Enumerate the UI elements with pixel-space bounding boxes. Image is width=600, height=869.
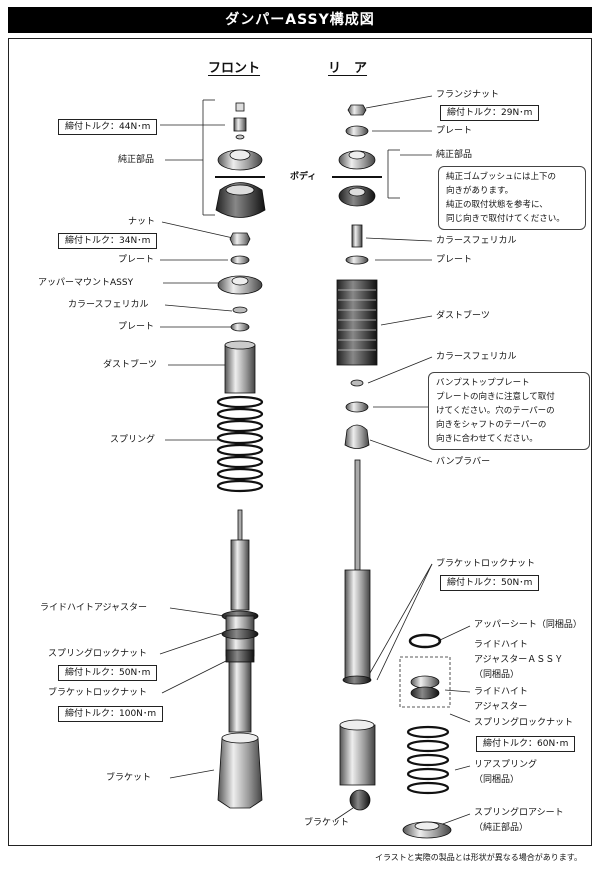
oem-note-line: 同じ向きで取付けてください。: [446, 214, 565, 224]
front-bracket-lock-nut-label: ブラケットロックナット: [48, 688, 148, 698]
rear-rh-adjuster-label-1: ライドハイト: [474, 687, 528, 697]
front-upper-mount-label: アッパーマウントASSY: [38, 278, 134, 288]
front-ride-height-adjuster-label: ライドハイトアジャスター: [40, 603, 148, 613]
front-heading: フロント: [208, 61, 261, 76]
rear-torque-spring-lock: 締付トルク：60N･m: [476, 736, 576, 752]
rear-dust-boot-label: ダストブーツ: [436, 311, 490, 321]
rear-rh-adjuster-label-2: アジャスター: [474, 702, 528, 712]
rear-bump-note: バンプストッププレート プレートの向きに注意して取付 けてください。穴のテーパー…: [428, 372, 590, 450]
bump-note-line: 向きに合わせてください。: [436, 434, 538, 444]
body-label: ボディ: [290, 172, 317, 182]
front-oem-parts-label: 純正部品: [118, 155, 155, 165]
rear-plate2-label: プレート: [436, 255, 473, 265]
front-torque-spring-lock: 締付トルク：50N･m: [58, 665, 158, 681]
front-bracket-label: ブラケット: [106, 773, 152, 783]
front-collar-label: カラースフェリカル: [68, 300, 149, 310]
page-title: ダンパーASSY構成図: [8, 7, 592, 33]
front-spring-lock-nut-label: スプリングロックナット: [48, 649, 148, 659]
rear-oem-note: 純正ゴムブッシュには上下の 向きがあります。 純正の取付状態を参考に、 同じ向き…: [438, 166, 586, 230]
rear-bracket-label: ブラケット: [304, 818, 350, 828]
oem-note-line: 純正の取付状態を参考に、: [446, 200, 548, 210]
bump-note-line: プレートの向きに注意して取付: [436, 392, 555, 402]
front-spring-label: スプリング: [110, 435, 156, 445]
footer-disclaimer: イラストと実際の製品とは形状が異なる場合があります。: [374, 853, 582, 862]
front-plate2-label: プレート: [118, 322, 155, 332]
rear-rh-assy-label-1: ライドハイト: [474, 640, 528, 650]
bump-note-line: けてください。穴のテーパーの: [436, 406, 555, 416]
bump-note-line: 向きをシャフトのテーパーの: [436, 420, 547, 430]
rear-rh-assy-label-2: アジャスターＡＳＳＹ: [474, 655, 564, 665]
rear-plate1-label: プレート: [436, 126, 473, 136]
bump-plate-title: バンプストッププレート: [436, 378, 530, 388]
oem-note-line: 純正ゴムブッシュには上下の: [446, 172, 556, 182]
rear-spring-label-1: リアスプリング: [474, 760, 538, 770]
rear-bracket-lock-nut-label: ブラケットロックナット: [436, 559, 536, 569]
diagram-frame: [8, 38, 592, 846]
oem-note-line: 向きがあります。: [446, 186, 514, 196]
rear-spring-label-2: （同梱品）: [474, 775, 520, 785]
rear-collar2-label: カラースフェリカル: [436, 352, 517, 362]
rear-bump-rubber-label: バンプラバー: [436, 457, 491, 467]
rear-collar-label: カラースフェリカル: [436, 236, 517, 246]
rear-lower-seat-label-1: スプリングロアシート: [474, 808, 564, 818]
front-torque-upper: 締付トルク：44N･m: [58, 119, 158, 135]
front-nut-label: ナット: [128, 217, 156, 227]
rear-heading: リ ア: [328, 61, 368, 76]
front-torque-nut: 締付トルク：34N･m: [58, 233, 158, 249]
front-dust-boot-label: ダストブーツ: [103, 360, 157, 370]
rear-torque-bracket-lock: 締付トルク：50N･m: [440, 575, 540, 591]
rear-rh-assy-label-3: （同梱品）: [474, 670, 520, 680]
rear-oem-parts-label: 純正部品: [436, 150, 473, 160]
rear-lower-seat-label-2: （純正部品）: [474, 823, 529, 833]
front-plate1-label: プレート: [118, 255, 155, 265]
rear-torque-flange: 締付トルク：29N･m: [440, 105, 540, 121]
rear-spring-lock-nut-label: スプリングロックナット: [474, 718, 574, 728]
front-torque-bracket-lock: 締付トルク：100N･m: [58, 706, 164, 722]
rear-flange-nut-label: フランジナット: [436, 90, 500, 100]
rear-upper-seat-label: アッパーシート（同梱品）: [474, 620, 582, 630]
